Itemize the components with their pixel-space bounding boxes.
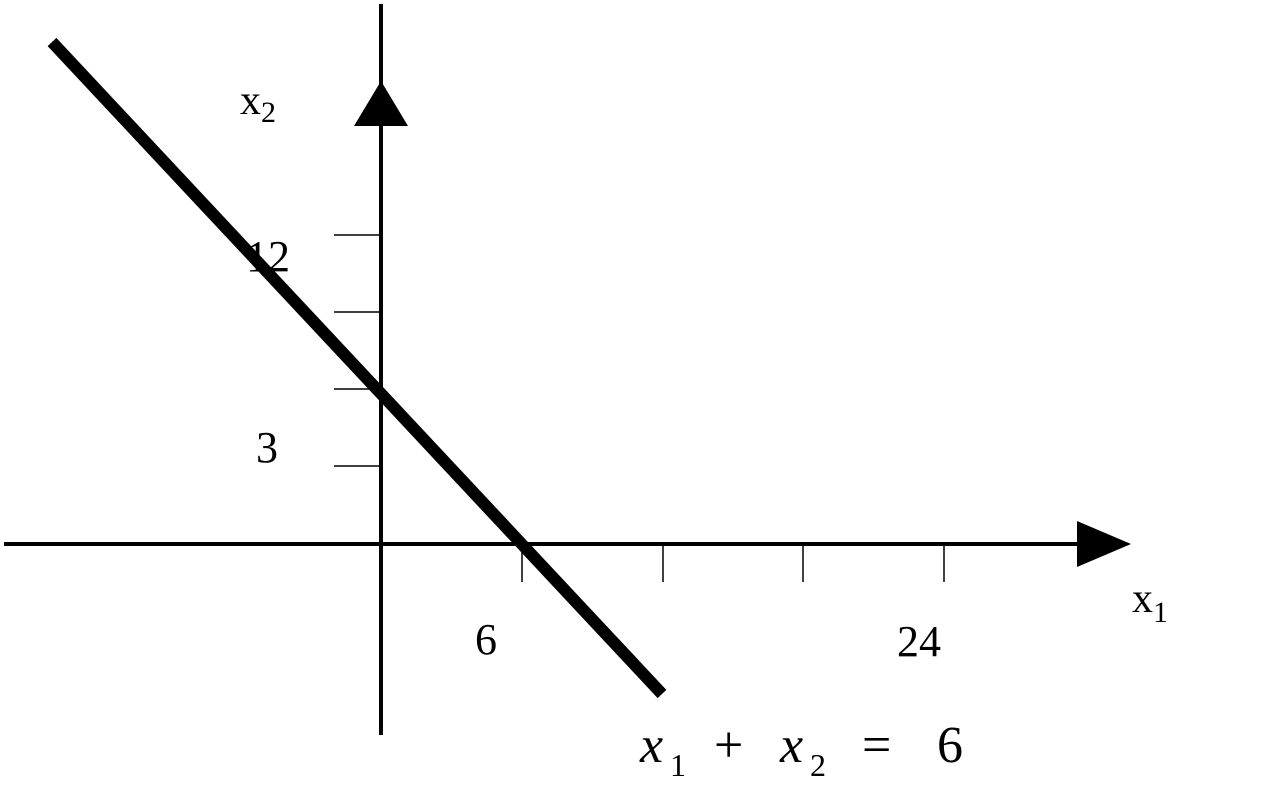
x-axis-label: x1 [1132,576,1168,629]
y-tick-label: 12 [246,232,290,281]
y-tick-label: 3 [256,423,278,472]
x-axis-arrowhead [1077,521,1131,567]
equation-sub-1: 1 [670,747,686,783]
equation-var-1: x [639,717,663,774]
y-axis-label-sub: 2 [261,96,276,129]
x-tick-label: 6 [475,615,497,664]
equation-plus: + [714,717,743,774]
x-axis-label-main: x [1132,576,1153,622]
y-axis-label: x2 [240,78,276,129]
y-axis-arrowhead [354,81,408,126]
y-axis-label-main: x [240,78,261,124]
x-tick-label: 24 [897,617,941,666]
equation-var-2: x [779,717,803,774]
equation-rhs: 6 [937,717,963,774]
equation-sub-2: 2 [810,747,826,783]
x-axis-label-sub: 1 [1153,596,1168,629]
constraint-line [47,37,667,699]
constraint-equation: x 1 + x 2 = 6 [639,717,963,783]
equation-equals: = [862,717,891,774]
